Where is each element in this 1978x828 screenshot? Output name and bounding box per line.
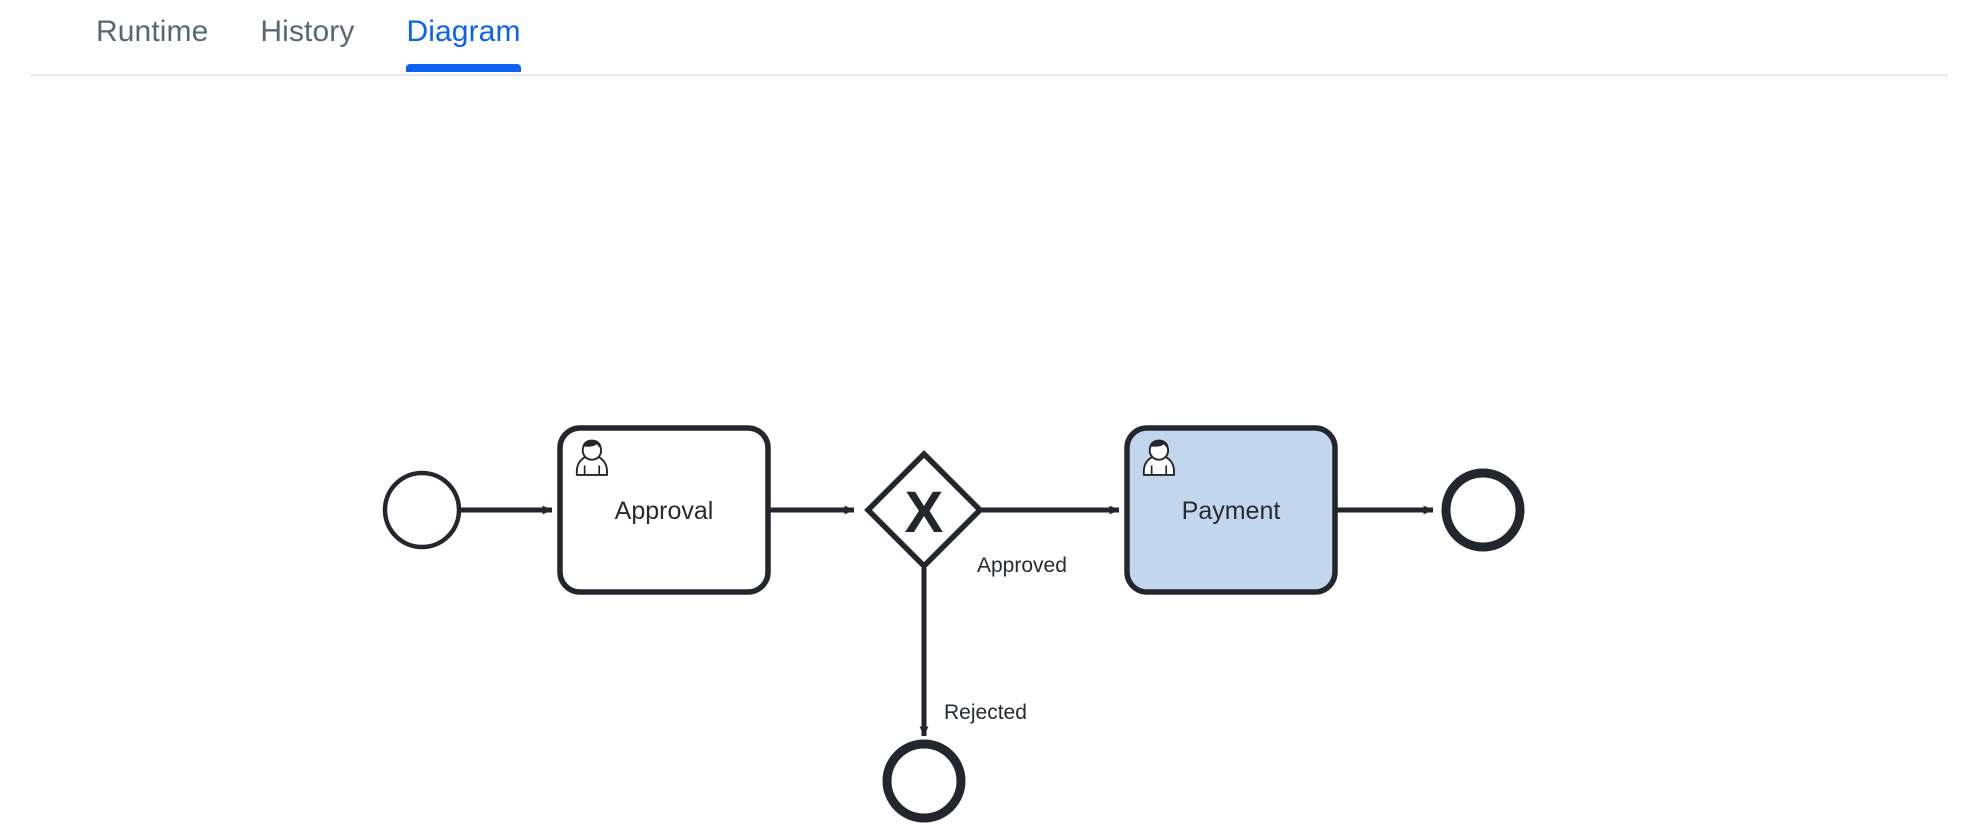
start-event[interactable] bbox=[382, 470, 462, 550]
end-event-approved-circle bbox=[1441, 468, 1525, 552]
end-event-rejected[interactable] bbox=[882, 739, 966, 823]
tab-diagram[interactable]: Diagram bbox=[380, 0, 546, 72]
tab-runtime-label: Runtime bbox=[96, 15, 209, 48]
task-approval-shape bbox=[557, 425, 771, 595]
task-approval[interactable]: Approval bbox=[557, 425, 771, 595]
bpmn-svg-root: Approved Rejected Approval X Pay bbox=[382, 425, 1525, 823]
tab-bar-divider bbox=[30, 74, 1948, 76]
flow-label-rejected: Rejected bbox=[944, 701, 1027, 724]
sequence-flow-layer bbox=[460, 505, 1434, 737]
task-approval-label: Approval bbox=[615, 497, 714, 525]
tab-active-underline bbox=[406, 64, 521, 72]
end-event-approved[interactable] bbox=[1441, 468, 1525, 552]
bpmn-diagram-canvas[interactable]: Approved Rejected Approval X Pay bbox=[0, 76, 1978, 828]
flow-label-layer: Approved Rejected bbox=[944, 554, 1067, 724]
flow-label-approved: Approved bbox=[977, 554, 1067, 577]
tab-bar: Runtime History Diagram bbox=[0, 0, 1978, 76]
end-event-rejected-circle bbox=[882, 739, 966, 823]
gateway-x-marker: X bbox=[905, 480, 944, 545]
tab-runtime[interactable]: Runtime bbox=[70, 0, 234, 54]
task-payment-shape bbox=[1124, 425, 1338, 595]
tab-history[interactable]: History bbox=[234, 0, 380, 54]
tab-diagram-label: Diagram bbox=[406, 15, 521, 48]
task-payment-label: Payment bbox=[1182, 497, 1281, 525]
gateway-diamond bbox=[864, 450, 984, 570]
gateway-decision[interactable]: X bbox=[864, 450, 984, 570]
tab-list: Runtime History Diagram bbox=[70, 0, 547, 72]
task-payment[interactable]: Payment bbox=[1124, 425, 1338, 595]
start-event-circle bbox=[382, 470, 462, 550]
tab-history-label: History bbox=[260, 15, 355, 48]
